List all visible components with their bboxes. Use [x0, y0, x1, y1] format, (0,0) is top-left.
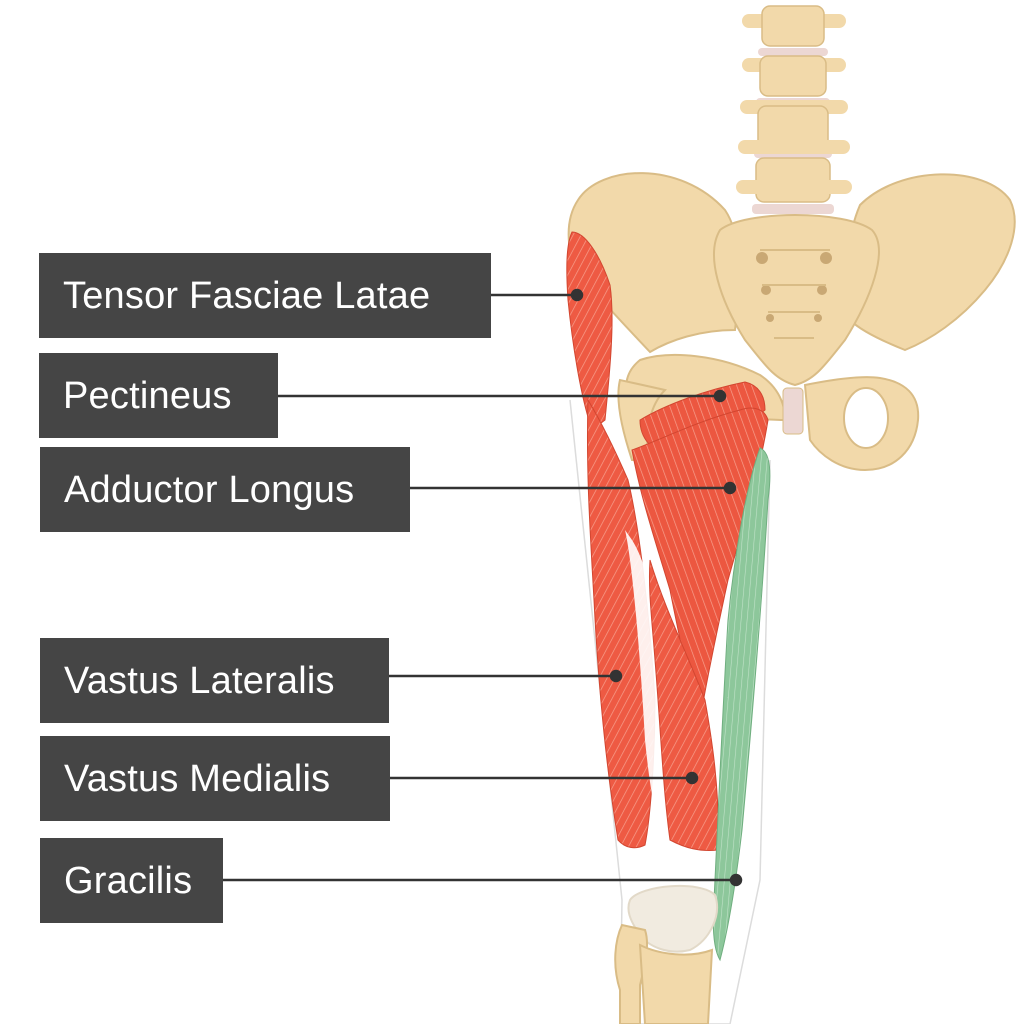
label-vastus-lateralis: Vastus Lateralis [40, 638, 389, 723]
pelvis [567, 172, 1016, 472]
thigh-outline [569, 399, 771, 1024]
leader-lines [223, 288, 743, 887]
muscle-gracilis [712, 447, 771, 962]
label-vastus-medialis: Vastus Medialis [40, 736, 390, 821]
label-pectineus: Pectineus [39, 353, 278, 438]
muscle-vastus-lateralis [586, 398, 656, 849]
patella [627, 884, 718, 953]
lumbar-spine [736, 5, 852, 214]
label-adductor-longus: Adductor Longus [40, 447, 410, 532]
label-gracilis: Gracilis [40, 838, 223, 923]
label-tensor-fasciae-latae: Tensor Fasciae Latae [39, 253, 491, 338]
lower-leg-bones [614, 923, 714, 1024]
